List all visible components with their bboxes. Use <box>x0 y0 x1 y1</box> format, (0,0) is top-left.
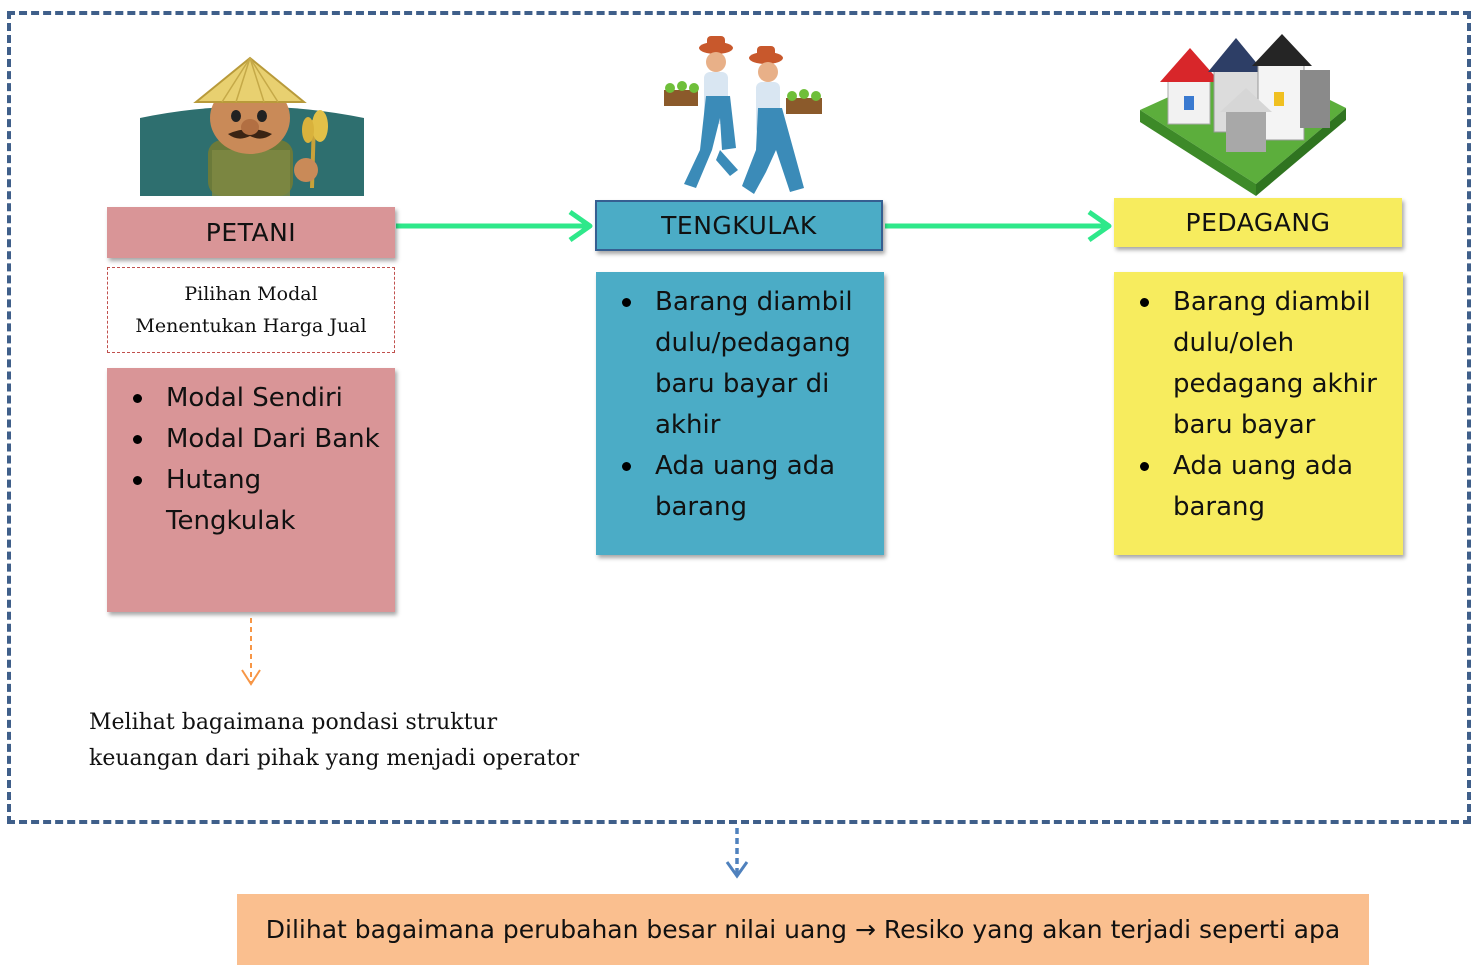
outer-dashed-frame <box>7 11 1471 824</box>
financial-structure-caption: Melihat bagaimana pondasi struktur keuan… <box>89 705 649 777</box>
lego-town-illustration <box>1140 34 1346 196</box>
modal-note-line2: Menentukan Harga Jual <box>135 315 367 337</box>
tengkulak-payment-list: Barang diambil dulu/pedagang baru bayar … <box>596 272 884 555</box>
middlemen-carrying-crates-illustration <box>664 36 822 194</box>
pedagang-title: PEDAGANG <box>1185 208 1331 237</box>
risk-conclusion-text: Dilihat bagaimana perubahan besar nilai … <box>265 915 1341 944</box>
farmer-illustration <box>140 56 364 196</box>
pedagang-header: PEDAGANG <box>1114 198 1402 247</box>
caption-line2: keuangan dari pihak yang menjadi operato… <box>89 746 580 771</box>
list-item: Modal Sendiri <box>133 378 381 419</box>
caption-line1: Melihat bagaimana pondasi struktur <box>89 710 498 735</box>
list-item: Ada uang ada barang <box>1140 446 1389 528</box>
list-item: Ada uang ada barang <box>622 446 864 528</box>
tengkulak-header: TENGKULAK <box>595 200 883 251</box>
list-item: Barang diambil dulu/pedagang baru bayar … <box>622 282 864 446</box>
arrow-frame-to-bottom <box>725 828 749 879</box>
arrow-petani-to-caption <box>241 618 261 686</box>
pedagang-payment-list: Barang diambil dulu/oleh pedagang akhir … <box>1114 272 1403 555</box>
petani-capital-list: Modal Sendiri Modal Dari Bank Hutang Ten… <box>107 368 395 612</box>
modal-choice-note: Pilihan Modal Menentukan Harga Jual <box>107 267 395 353</box>
arrow-tengkulak-to-pedagang <box>885 209 1112 243</box>
modal-note-line1: Pilihan Modal <box>184 283 318 305</box>
petani-title: PETANI <box>205 218 297 247</box>
list-item: Barang diambil dulu/oleh pedagang akhir … <box>1140 282 1389 446</box>
list-item: Hutang Tengkulak <box>133 460 381 542</box>
risk-conclusion-box: Dilihat bagaimana perubahan besar nilai … <box>237 894 1369 965</box>
arrow-petani-to-tengkulak <box>396 209 593 243</box>
tengkulak-title: TENGKULAK <box>661 211 817 240</box>
petani-header: PETANI <box>107 207 395 258</box>
list-item: Modal Dari Bank <box>133 419 381 460</box>
